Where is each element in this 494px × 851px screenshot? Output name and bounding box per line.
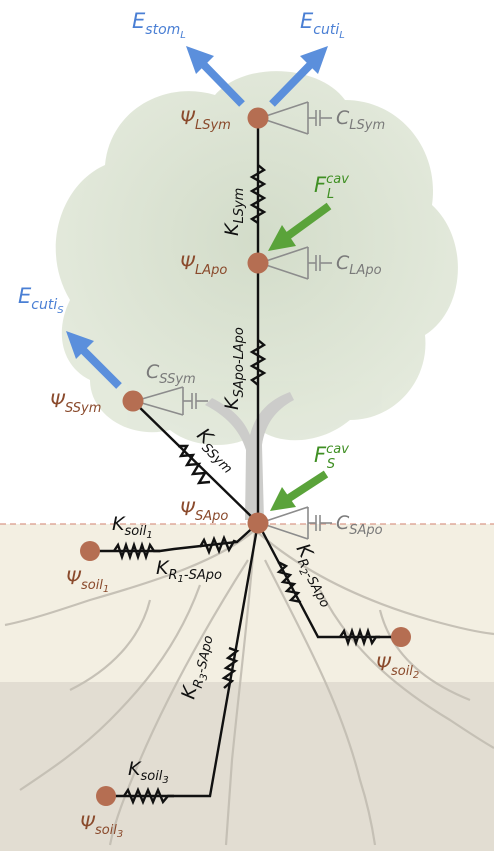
node-SSym bbox=[123, 391, 144, 412]
spring-resistor bbox=[250, 165, 266, 223]
node-SApo bbox=[248, 513, 269, 534]
node-soil-3 bbox=[96, 786, 116, 806]
soil-layer-2 bbox=[0, 682, 494, 851]
E_stom_L-label: EstomL bbox=[132, 9, 186, 41]
E_cuti_L-label: EcutiL bbox=[300, 9, 345, 41]
node-soil-2 bbox=[391, 627, 411, 647]
node-soil-1 bbox=[80, 541, 100, 561]
E_cuti_S-label: EcutiS bbox=[18, 284, 64, 316]
psi_SApo-label: ΨSApo bbox=[180, 498, 228, 524]
arrow bbox=[270, 474, 326, 511]
node-LSym bbox=[248, 108, 269, 129]
node-LApo bbox=[248, 253, 269, 274]
soil-layer-1 bbox=[0, 524, 494, 682]
